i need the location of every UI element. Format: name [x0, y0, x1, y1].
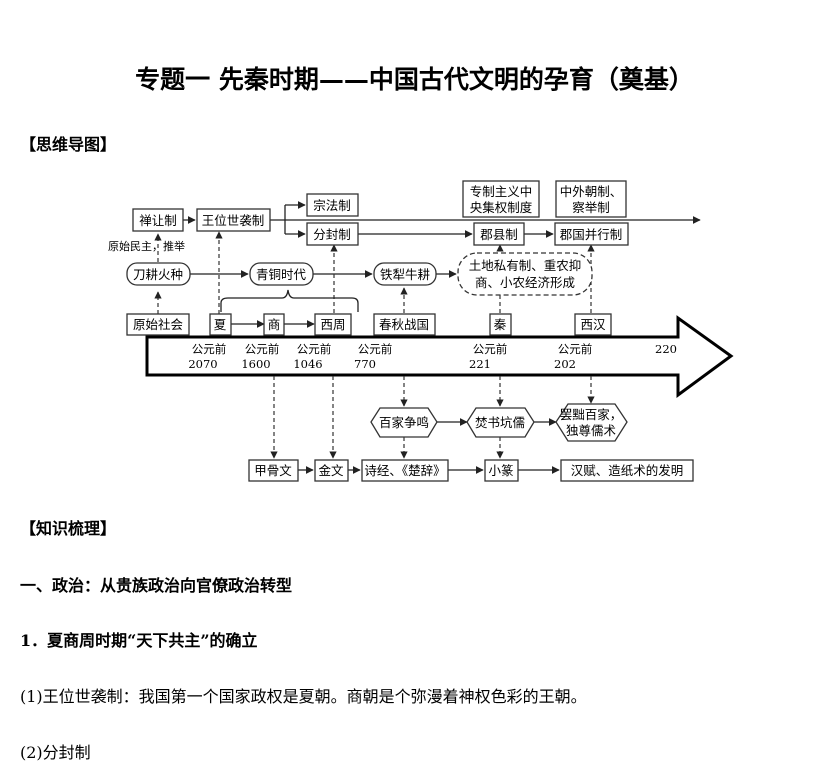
label-fenfeng: 分封制 [313, 227, 351, 242]
era-shang: 商 [263, 313, 285, 336]
label-hanfu: 汉赋、造纸术的发明 [571, 463, 684, 478]
label-wangwei: 王位世袭制 [202, 213, 265, 228]
svg-text:公元前: 公元前 [245, 342, 280, 356]
box-jinwen: 金文 [314, 459, 349, 482]
paragraph-2: (2)分封制 [20, 743, 91, 762]
label-zhongwai-2: 察举制 [572, 200, 610, 215]
box-zhongwai: 中外朝制、 察举制 [555, 180, 627, 218]
svg-text:1046: 1046 [293, 357, 322, 371]
year-1600: 公元前 1600 [241, 342, 279, 371]
era-chunqiu: 春秋战国 [373, 313, 436, 336]
section-heading-politics: 一、政治：从贵族政治向官僚政治转型 [20, 576, 293, 595]
label-bachu-1: 罢黜百家， [560, 407, 623, 422]
hex-bachu: 罢黜百家， 独尊儒术 [555, 403, 628, 442]
timeline-arrow [145, 315, 734, 398]
era-label-0: 原始社会 [133, 317, 184, 332]
label-bachu-2: 独尊儒术 [566, 423, 617, 438]
label-tieli: 铁犁牛耕 [380, 267, 430, 282]
year-2070: 公元前 2070 [188, 342, 226, 371]
era-xizhou: 西周 [314, 313, 352, 336]
box-qingtong: 青铜时代 [249, 262, 314, 286]
mind-map-diagram: 禅让制 王位世袭制 宗法制 分封制 专制主义中 央集权制度 中外朝制、 察举制 … [108, 180, 734, 482]
svg-text:公元前: 公元前 [192, 342, 227, 356]
svg-text:公元前: 公元前 [358, 342, 393, 356]
label-jiagu: 甲骨文 [254, 463, 292, 478]
svg-text:2070: 2070 [188, 357, 217, 371]
svg-text:1600: 1600 [241, 357, 270, 371]
box-xiaozhuan: 小篆 [484, 459, 519, 482]
svg-text:770: 770 [354, 357, 376, 371]
box-shijing: 诗经、《楚辞》 [361, 459, 449, 482]
label-shijing: 诗经、《楚辞》 [364, 463, 445, 478]
label-shanrang: 禅让制 [139, 213, 177, 228]
label-zongfa: 宗法制 [313, 198, 351, 213]
svg-text:公元前: 公元前 [297, 342, 332, 356]
year-221: 公元前 221 [469, 342, 507, 371]
box-wangwei: 王位世袭制 [196, 208, 271, 232]
era-label-4: 春秋战国 [379, 317, 429, 332]
label-xiaozhuan: 小篆 [488, 463, 513, 478]
era-yuanshi: 原始社会 [126, 313, 190, 336]
box-junxian: 郡县制 [473, 222, 525, 246]
box-tudi: 土地私有制、重农抑 商、小农经济形成 [457, 252, 593, 296]
year-770: 公元前 770 [354, 342, 392, 371]
box-shanrang: 禅让制 [132, 208, 184, 232]
box-zhuanzhi: 专制主义中 央集权制度 [462, 180, 540, 218]
svg-text:202: 202 [554, 357, 576, 371]
era-label-5: 秦 [494, 317, 507, 332]
label-tudi-1: 土地私有制、重农抑 [469, 258, 582, 273]
label-tudi-2: 商、小农经济形成 [475, 275, 575, 290]
svg-text:220: 220 [655, 342, 677, 356]
mindmap-heading: 【思维导图】 [20, 135, 117, 154]
era-qin: 秦 [489, 313, 512, 336]
era-label-2: 商 [268, 317, 281, 332]
label-zhuanzhi-2: 央集权制度 [470, 200, 533, 215]
paragraph-1: (1)王位世袭制：我国第一个国家政权是夏朝。商朝是个弥漫着神权色彩的王朝。 [20, 687, 587, 706]
box-tieli: 铁犁牛耕 [373, 262, 437, 286]
label-junguo: 郡国并行制 [560, 227, 623, 242]
label-yuanshi-minzhu: 原始民主，推举 [108, 239, 185, 253]
era-label-3: 西周 [320, 317, 345, 332]
svg-text:公元前: 公元前 [473, 342, 508, 356]
label-zhongwai-1: 中外朝制、 [560, 184, 623, 199]
label-qingtong: 青铜时代 [256, 267, 307, 282]
label-baijia: 百家争鸣 [379, 415, 429, 430]
era-label-1: 夏 [214, 317, 227, 332]
label-daogeng: 刀耕火种 [133, 267, 183, 282]
subsection-heading: 1．夏商周时期“天下共主”的确立 [20, 631, 258, 650]
label-zhuanzhi-1: 专制主义中 [470, 184, 533, 199]
box-daogeng: 刀耕火种 [126, 262, 191, 286]
label-jinwen: 金文 [318, 463, 344, 478]
era-label-6: 西汉 [580, 317, 606, 332]
year-202: 公元前 202 [554, 342, 592, 371]
box-hanfu: 汉赋、造纸术的发明 [560, 459, 694, 482]
hex-fenshu: 焚书坑儒 [466, 407, 535, 438]
year-220: 220 [655, 342, 677, 356]
box-zongfa: 宗法制 [306, 193, 359, 217]
page-title: 专题一 先秦时期——中国古代文明的孕育（奠基） [135, 65, 694, 94]
era-xia: 夏 [209, 313, 232, 336]
box-fenfeng: 分封制 [306, 222, 359, 246]
year-1046: 公元前 1046 [293, 342, 331, 371]
hex-baijia: 百家争鸣 [370, 407, 438, 438]
box-junguo: 郡国并行制 [554, 222, 629, 246]
label-junxian: 郡县制 [480, 227, 518, 242]
era-xihan: 西汉 [574, 313, 612, 336]
box-jiagu: 甲骨文 [248, 459, 299, 482]
label-fenshu: 焚书坑儒 [475, 415, 525, 430]
knowledge-heading: 【知识梳理】 [20, 519, 117, 538]
svg-text:221: 221 [469, 357, 491, 371]
svg-text:公元前: 公元前 [558, 342, 593, 356]
